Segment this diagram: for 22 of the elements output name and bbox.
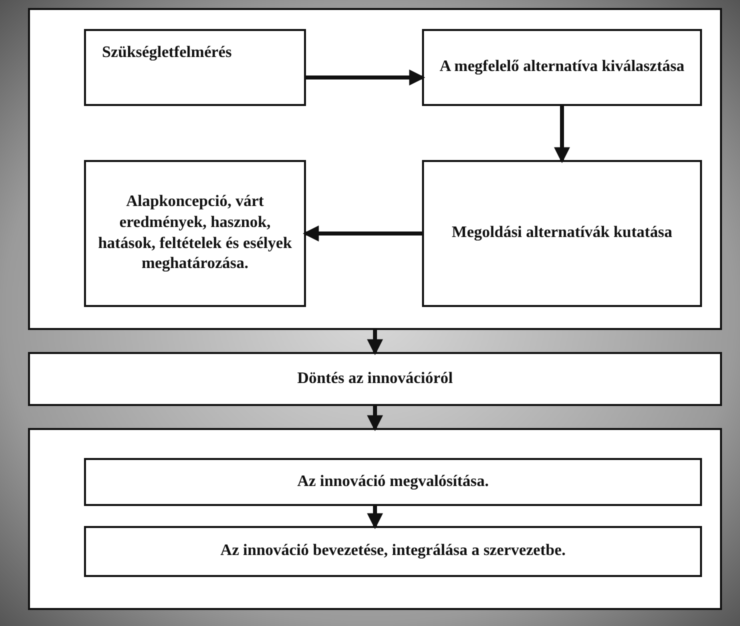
box-text: A megfelelő alternatíva kiválasztása <box>438 57 686 78</box>
arrow <box>367 330 383 356</box>
process-box <box>84 29 306 106</box>
process-box <box>84 526 702 577</box>
process-box <box>84 458 702 506</box>
panel-box <box>28 428 722 610</box>
box-text: Az innováció megvalósítása. <box>296 472 490 492</box>
arrow <box>302 226 422 242</box>
arrow <box>367 406 383 432</box>
arrow <box>306 70 426 86</box>
arrow <box>554 106 570 164</box>
box-text: Megoldási alternatívák kutatása <box>450 223 674 244</box>
process-box <box>28 352 722 406</box>
box-text: Alapkoncepció, várt eredmények, hasznok, hatások, feltételek és esélyek meghatározása. <box>97 192 293 274</box>
process-box <box>422 160 702 307</box>
box-text: Az innováció bevezetése, integrálása a szervezetbe. <box>219 541 567 562</box>
arrow <box>367 506 383 530</box>
process-box <box>422 29 702 106</box>
process-box <box>84 160 306 307</box>
panel-box <box>28 8 722 330</box>
box-text: Döntés az innovációról <box>296 368 454 389</box>
box-text: Szükségletfelmérés <box>101 43 233 63</box>
